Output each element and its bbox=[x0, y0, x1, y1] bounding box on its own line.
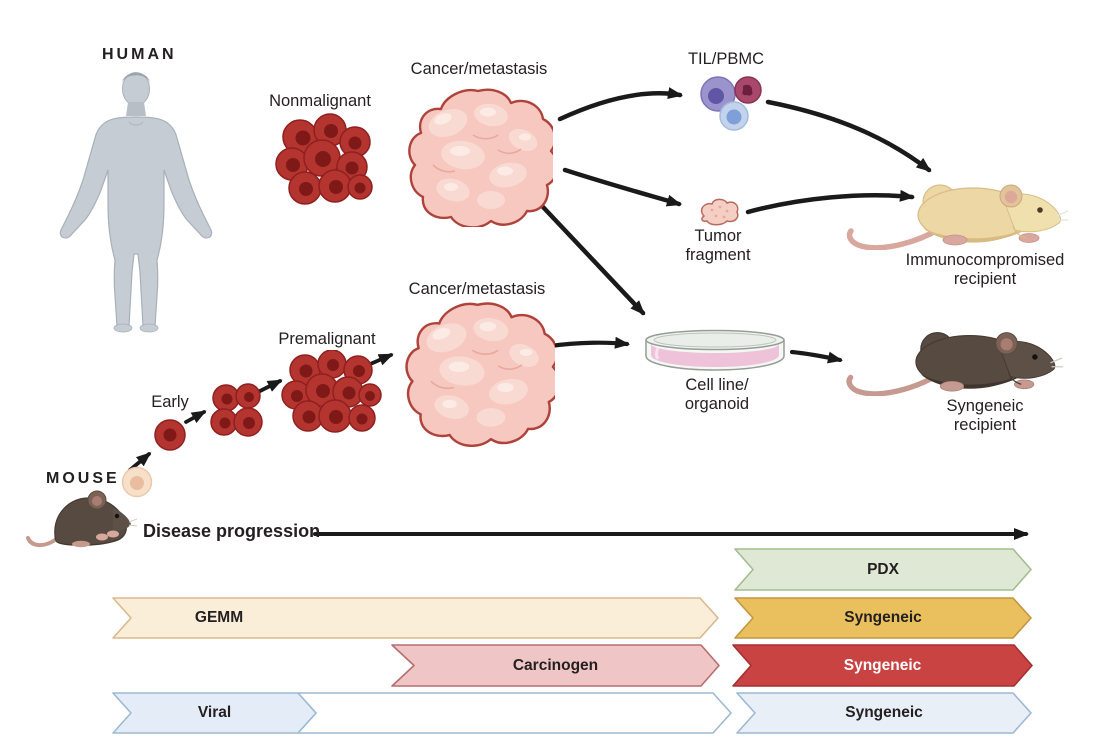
tumor-top-illustration bbox=[408, 88, 553, 227]
cancer-metastasis-bottom-label: Cancer/metastasis bbox=[408, 280, 546, 298]
normal-cell-illustration bbox=[121, 466, 153, 498]
premalignant-label: Premalignant bbox=[278, 330, 376, 348]
banner-pdx-shape bbox=[734, 548, 1032, 591]
cell-nuclei bbox=[286, 124, 366, 196]
cell bbox=[121, 466, 153, 498]
tumor-fragment-label-line1: Tumor bbox=[694, 227, 742, 245]
banner-carcinogen-label: Carcinogen bbox=[512, 657, 599, 674]
cell-line-label-line2: organoid bbox=[684, 395, 750, 413]
early-cell-illustration bbox=[154, 419, 186, 451]
sitting-mouse bbox=[26, 490, 137, 548]
cancer-metastasis-top-label: Cancer/metastasis bbox=[410, 60, 548, 78]
early-cluster-illustration bbox=[210, 383, 263, 437]
human-silhouette bbox=[59, 72, 213, 333]
til-cells bbox=[700, 76, 762, 131]
arrow-tilpbmc-to-mouse bbox=[765, 99, 932, 173]
banner-viral-label: Viral bbox=[197, 704, 232, 721]
banner-syngeneic-gemm-shape bbox=[734, 597, 1032, 639]
cell-nuclei bbox=[219, 392, 255, 429]
nonmalignant-label: Nonmalignant bbox=[269, 92, 371, 110]
petri-dish-illustration bbox=[645, 329, 785, 371]
arrow-cluster-to-premalignant bbox=[254, 379, 283, 395]
premalignant-cells-illustration bbox=[281, 350, 382, 433]
banner-syngeneic-viral-label: Syngeneic bbox=[845, 704, 923, 721]
arrow-cancer-to-petri bbox=[547, 336, 630, 349]
dark-mouse bbox=[846, 332, 1064, 396]
banner-syngeneic-viral: Syngeneic bbox=[736, 692, 1032, 734]
human-figure-illustration bbox=[59, 72, 213, 333]
tumor-fragment-label: Tumor fragment bbox=[663, 227, 773, 265]
fragment-blob bbox=[700, 198, 739, 226]
nonmalignant-cells-illustration bbox=[275, 113, 373, 205]
cell-cluster bbox=[210, 383, 263, 437]
arrow-tumor-to-fragment bbox=[562, 167, 682, 207]
banner-viral-extension-shape bbox=[297, 692, 732, 734]
cell bbox=[154, 419, 186, 451]
banner-pdx-label: PDX bbox=[867, 561, 899, 578]
til-pbmc-cells-illustration bbox=[700, 76, 762, 131]
petri-dish bbox=[645, 329, 785, 371]
banner-syngeneic-carcinogen: Syngeneic bbox=[732, 644, 1033, 687]
cell-cluster bbox=[281, 350, 382, 433]
immunocompromised-recipient-label: Immunocompromised recipient bbox=[885, 251, 1085, 289]
arrow-fragment-to-mouse bbox=[745, 189, 915, 215]
syngeneic-mouse-illustration bbox=[846, 332, 1064, 396]
syngeneic-recipient-label-line1: Syngeneic bbox=[946, 397, 1024, 415]
cell-line-label-line1: Cell line/ bbox=[685, 376, 749, 394]
arrow-petri-to-mouse bbox=[789, 349, 843, 364]
arrow-early-to-cluster bbox=[184, 410, 207, 424]
cell-nuclei bbox=[291, 359, 375, 425]
banner-syngeneic-viral-shape bbox=[736, 692, 1032, 734]
banner-viral-extension bbox=[297, 692, 732, 734]
arrow-tumor-to-petri bbox=[540, 204, 646, 316]
syngeneic-recipient-label-line2: recipient bbox=[953, 416, 1017, 434]
beige-mouse bbox=[846, 184, 1068, 250]
banner-viral: Viral bbox=[112, 692, 317, 734]
immunocompromised-label-line2: recipient bbox=[953, 270, 1017, 288]
tumor-fragment-illustration bbox=[700, 198, 739, 226]
banner-syngeneic-gemm: Syngeneic bbox=[734, 597, 1032, 639]
banner-carcinogen-shape bbox=[391, 644, 720, 687]
banner-pdx: PDX bbox=[734, 548, 1032, 591]
early-label: Early bbox=[151, 393, 189, 411]
syngeneic-recipient-label: Syngeneic recipient bbox=[925, 397, 1045, 435]
tumor-blob bbox=[408, 88, 553, 227]
banner-gemm: GEMM bbox=[112, 597, 719, 639]
banner-syngeneic-gemm-label: Syngeneic bbox=[844, 609, 922, 626]
tumor-blob bbox=[405, 302, 555, 447]
mouse-section-illustration bbox=[26, 490, 137, 548]
immunocompromised-label-line1: Immunocompromised bbox=[905, 251, 1065, 269]
banner-gemm-shape bbox=[112, 597, 719, 639]
til-pbmc-label: TIL/PBMC bbox=[687, 50, 765, 68]
banner-gemm-label: GEMM bbox=[194, 609, 244, 626]
cell-line-organoid-label: Cell line/ organoid bbox=[657, 376, 777, 414]
arrow-tumor-to-tilpbmc bbox=[557, 87, 683, 122]
tumor-fragment-label-line2: fragment bbox=[685, 246, 751, 264]
banner-carcinogen: Carcinogen bbox=[391, 644, 720, 687]
mouse-section-label: MOUSE bbox=[46, 470, 120, 487]
tumor-bottom-illustration bbox=[405, 302, 555, 447]
banner-syngeneic-carcinogen-shape bbox=[732, 644, 1033, 687]
banner-viral-shape bbox=[112, 692, 317, 734]
disease-progression-label: Disease progression bbox=[143, 521, 321, 541]
arrow-premalignant-to-cancer bbox=[366, 353, 394, 367]
banner-syngeneic-carcinogen-label: Syngeneic bbox=[843, 657, 922, 674]
human-section-label: HUMAN bbox=[102, 46, 177, 63]
immunocompromised-mouse-illustration bbox=[846, 184, 1068, 250]
